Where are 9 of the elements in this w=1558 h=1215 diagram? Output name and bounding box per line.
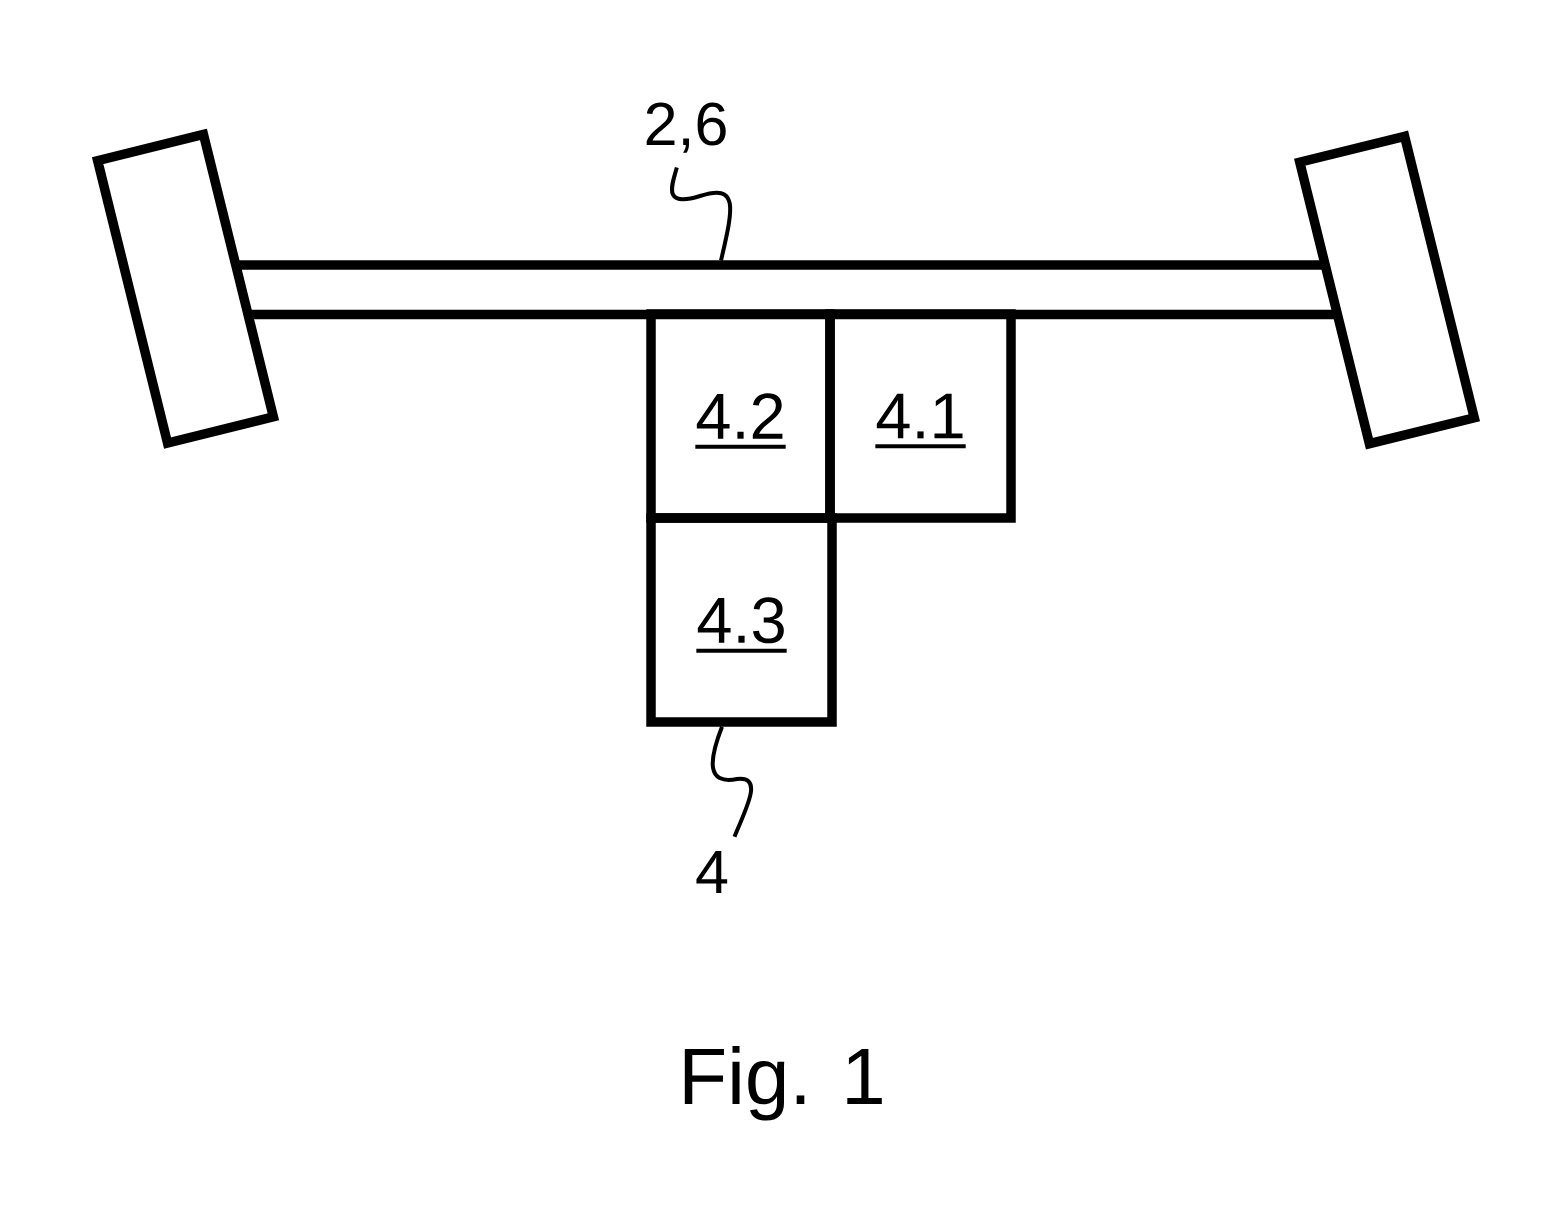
component-box: 4.1: [825, 309, 1016, 523]
component-box: 4.3: [646, 513, 837, 727]
axle-bar: [238, 260, 1334, 320]
component-box: 4.2: [646, 309, 835, 523]
figure-caption: Fig. 1: [684, 1046, 882, 1121]
leader-line: [670, 167, 733, 261]
leader-line: [710, 726, 753, 838]
reference-numeral: 4: [696, 851, 728, 893]
reference-numeral: 2,6: [646, 102, 726, 153]
